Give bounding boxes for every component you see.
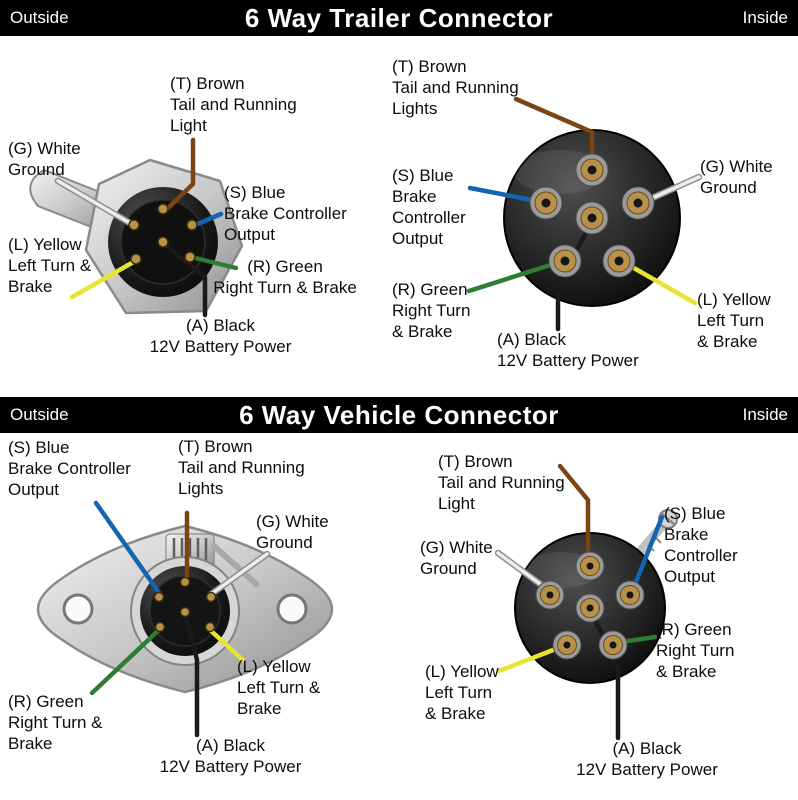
socket-brown <box>575 551 605 581</box>
vehicle-section-title: 6 Way Vehicle Connector <box>239 399 559 430</box>
trailer-outside-label-yellow: (L) Yellow Left Turn & Brake <box>8 235 92 296</box>
wire-black <box>183 613 200 738</box>
vehicle-outside-label-yellow: (L) Yellow Left Turn & Brake <box>237 657 321 718</box>
pin-yellow <box>130 253 142 265</box>
pin-blue <box>186 219 198 231</box>
vehicle-inside-label-green: (R) Green Right Turn & Brake <box>656 620 735 681</box>
trailer-outside-label-white: (G) White Ground <box>8 139 81 179</box>
pin-white <box>128 219 140 231</box>
socket-brown <box>575 153 609 187</box>
vehicle-inside-label-black: (A) Black 12V Battery Power <box>576 739 718 779</box>
trailer-outside-wires <box>54 137 239 318</box>
pin-green <box>184 251 196 263</box>
trailer-header-bar: Outside 6 Way Trailer Connector Inside <box>0 0 798 36</box>
trailer-inside-label-blue: (S) Blue Brake Controller Output <box>392 166 466 248</box>
pin-yellow <box>204 621 216 633</box>
trailer-section-title: 6 Way Trailer Connector <box>244 2 554 33</box>
vehicle-outside-label-white: (G) White Ground <box>256 512 329 552</box>
trailer-inside-sockets <box>529 153 655 278</box>
trailer-inside-label-green: (R) Green Right Turn & Brake <box>392 280 471 341</box>
wire-green <box>188 254 239 271</box>
wire-yellow <box>206 626 246 663</box>
wire-blue <box>93 500 163 597</box>
socket-yellow <box>602 244 636 278</box>
trailer-outside-label-green: (R) Green Right Turn & Brake <box>213 257 357 297</box>
vehicle-inside-label-yellow: (L) Yellow Left Turn & Brake <box>425 662 499 723</box>
wire-blue <box>190 211 224 229</box>
vehicle-inside-label-white: (G) White Ground <box>420 538 493 578</box>
vehicle-outside-label-brown: (T) Brown Tail and Running Lights <box>178 437 305 498</box>
vehicle-outside-label-blue: (S) Blue Brake Controller Output <box>8 438 131 499</box>
trailer-inside-label-white: (G) White Ground <box>700 157 773 197</box>
wire-yellow <box>69 257 140 300</box>
inside-label: Inside <box>742 405 788 424</box>
socket-blue <box>529 186 563 220</box>
vehicle-inside-sockets <box>535 551 645 660</box>
mounting-hole-right <box>276 593 308 625</box>
trailer-outside-label-brown: (T) Brown Tail and Running Light <box>170 74 297 135</box>
vehicle-inside-label-blue: (S) Blue Brake Controller Output <box>664 504 738 586</box>
mounting-hole-left <box>62 593 94 625</box>
outside-label: Outside <box>10 405 69 424</box>
vehicle-outside-label-black: (A) Black 12V Battery Power <box>159 736 302 776</box>
pin-green <box>154 621 166 633</box>
pin-white <box>205 591 217 603</box>
pin-brown <box>179 576 191 588</box>
vehicle-outside-wires <box>89 500 271 738</box>
trailer-outside-label-blue: (S) Blue Brake Controller Output <box>224 183 347 244</box>
socket-yellow <box>552 630 582 660</box>
trailer-outside-pins <box>128 203 198 265</box>
socket-white <box>535 580 565 610</box>
wire-black <box>555 221 594 332</box>
pin-brown <box>157 203 169 215</box>
pin-black <box>179 606 191 618</box>
trailer-inside-label-yellow: (L) Yellow Left Turn & Brake <box>697 290 771 351</box>
pin-black <box>157 236 169 248</box>
socket-blue <box>615 580 645 610</box>
wire-white <box>208 552 269 597</box>
socket-green <box>548 244 582 278</box>
vehicle-outside-label-green: (R) Green Right Turn & Brake <box>8 692 103 753</box>
trailer-inside-label-black: (A) Black 12V Battery Power <box>497 330 639 370</box>
socket-green <box>598 630 628 660</box>
socket-white <box>621 186 655 220</box>
wire-green <box>89 625 164 696</box>
vehicle-inside-label-brown: (T) Brown Tail and Running Light <box>438 452 565 513</box>
socket-black <box>575 593 605 623</box>
wire-black <box>588 609 621 741</box>
socket-black <box>575 201 609 235</box>
wire-black <box>161 241 208 318</box>
trailer-inside-label-brown: (T) Brown Tail and Running Lights <box>392 57 519 118</box>
vehicle-outside-pins <box>153 576 217 633</box>
wire-brown <box>161 137 196 215</box>
outside-label: Outside <box>10 8 69 27</box>
wire-white <box>56 179 137 228</box>
wire-brown <box>557 463 591 565</box>
inside-label: Inside <box>742 8 788 27</box>
pin-blue <box>153 591 165 603</box>
wire-blue <box>629 514 665 595</box>
trailer-outside-label-black: (A) Black 12V Battery Power <box>149 316 292 356</box>
vehicle-header-bar: Outside 6 Way Vehicle Connector Inside <box>0 397 798 433</box>
